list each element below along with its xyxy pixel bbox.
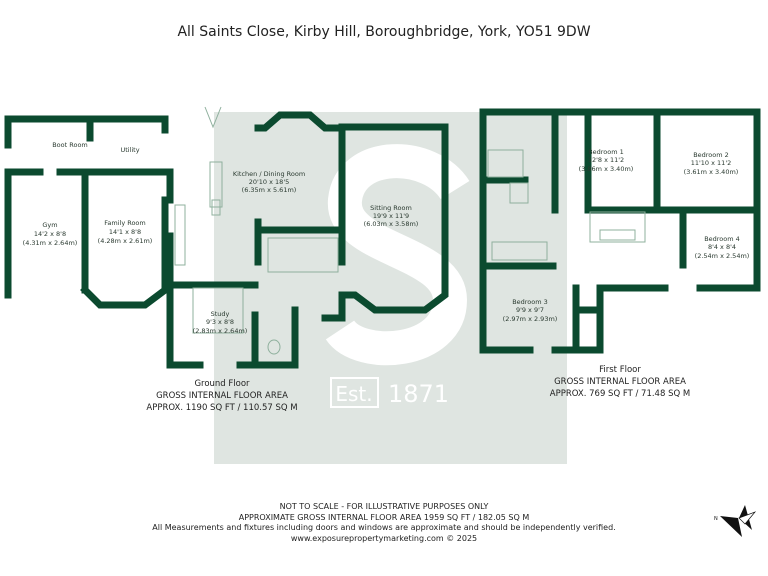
- room-label-boot-room: Boot Room: [52, 141, 88, 149]
- svg-text:19'9 x 11'9: 19'9 x 11'9: [373, 212, 409, 220]
- svg-text:14'1 x 8'8: 14'1 x 8'8: [109, 228, 141, 236]
- svg-text:Bedroom 2: Bedroom 2: [693, 151, 729, 159]
- svg-text:14'2 x 8'8: 14'2 x 8'8: [34, 230, 66, 238]
- svg-text:Sitting Room: Sitting Room: [370, 204, 412, 212]
- svg-text:(6.03m x 3.58m): (6.03m x 3.58m): [364, 220, 419, 228]
- svg-text:(3.86m x 3.40m): (3.86m x 3.40m): [579, 165, 634, 173]
- svg-text:12'8 x 11'2: 12'8 x 11'2: [588, 156, 624, 164]
- svg-text:11'10 x 11'2: 11'10 x 11'2: [691, 159, 732, 167]
- total-area-line: APPROXIMATE GROSS INTERNAL FLOOR AREA 19…: [238, 512, 530, 522]
- svg-text:GROSS INTERNAL FLOOR AREA: GROSS INTERNAL FLOOR AREA: [156, 391, 288, 401]
- svg-text:APPROX. 1190 SQ FT / 110.57 SQ: APPROX. 1190 SQ FT / 110.57 SQ M: [146, 403, 297, 413]
- svg-text:(2.97m x 2.93m): (2.97m x 2.93m): [503, 315, 558, 323]
- room-label-kitchen-dining: Kitchen / Dining Room 20'10 x 18'5 (6.35…: [233, 170, 305, 194]
- svg-text:Family Room: Family Room: [104, 219, 146, 227]
- svg-text:9'3 x 8'8: 9'3 x 8'8: [206, 318, 234, 326]
- disclaimer-footer: NOT TO SCALE - FOR ILLUSTRATIVE PURPOSES…: [0, 502, 768, 544]
- room-label-sitting-room: Sitting Room 19'9 x 11'9 (6.03m x 3.58m): [364, 204, 419, 228]
- svg-text:Ground Floor: Ground Floor: [194, 379, 250, 389]
- watermark-est: Est.: [335, 382, 372, 406]
- first-floor-fixtures: [487, 149, 646, 261]
- svg-text:Bedroom 4: Bedroom 4: [704, 235, 740, 243]
- first-floor-walls: [479, 108, 761, 354]
- svg-text:20'10 x 18'5: 20'10 x 18'5: [249, 178, 290, 186]
- svg-text:First Floor: First Floor: [599, 365, 641, 375]
- watermark-logo: Est. 1871: [214, 112, 567, 464]
- copyright-line: www.exposurepropertymarketing.com © 2025: [290, 533, 478, 543]
- svg-text:(3.61m x 3.40m): (3.61m x 3.40m): [684, 168, 739, 176]
- property-address-title: All Saints Close, Kirby Hill, Boroughbri…: [177, 24, 591, 40]
- svg-text:(4.31m x 2.64m): (4.31m x 2.64m): [23, 239, 78, 247]
- room-label-bedroom-3: Bedroom 3 9'9 x 9'7 (2.97m x 2.93m): [503, 298, 558, 323]
- room-label-bedroom-1: Bedroom 1 12'8 x 11'2 (3.86m x 3.40m): [579, 148, 634, 173]
- ground-floor-walls: [4, 111, 449, 369]
- svg-text:(2.83m x 2.64m): (2.83m x 2.64m): [193, 327, 248, 335]
- room-label-family-room: Family Room 14'1 x 8'8 (4.28m x 2.61m): [98, 219, 153, 245]
- svg-text:Bedroom 3: Bedroom 3: [512, 298, 548, 306]
- room-label-utility: Utility: [120, 146, 139, 154]
- room-label-study: Study 9'3 x 8'8 (2.83m x 2.64m): [193, 310, 248, 335]
- svg-text:Kitchen / Dining Room: Kitchen / Dining Room: [233, 170, 305, 178]
- room-label-bedroom-2: Bedroom 2 11'10 x 11'2 (3.61m x 3.40m): [684, 151, 739, 176]
- svg-text:9'9 x 9'7: 9'9 x 9'7: [516, 306, 544, 314]
- disclaimer-line: NOT TO SCALE - FOR ILLUSTRATIVE PURPOSES…: [279, 502, 489, 511]
- svg-text:Boot Room: Boot Room: [52, 141, 88, 149]
- compass-north-label: N: [714, 516, 718, 522]
- svg-text:(6.35m x 5.61m): (6.35m x 5.61m): [242, 186, 297, 194]
- watermark-year: 1871: [388, 380, 449, 408]
- svg-text:GROSS INTERNAL FLOOR AREA: GROSS INTERNAL FLOOR AREA: [554, 377, 686, 387]
- ground-floor-fixtures: [174, 106, 339, 355]
- svg-text:Utility: Utility: [120, 146, 139, 154]
- svg-text:(4.28m x 2.61m): (4.28m x 2.61m): [98, 237, 153, 245]
- svg-text:Bedroom 1: Bedroom 1: [588, 148, 624, 156]
- svg-text:APPROX. 769 SQ FT / 71.48 SQ M: APPROX. 769 SQ FT / 71.48 SQ M: [550, 389, 690, 399]
- disclaimer-line: All Measurements and fixtures including …: [152, 523, 616, 532]
- first-floor-area: First Floor GROSS INTERNAL FLOOR AREA AP…: [550, 365, 690, 399]
- watermark-s-shape: [325, 144, 470, 366]
- svg-text:(2.54m x 2.54m): (2.54m x 2.54m): [695, 252, 750, 260]
- svg-text:8'4 x 8'4: 8'4 x 8'4: [708, 243, 736, 251]
- svg-text:Gym: Gym: [42, 221, 57, 229]
- ground-floor-area: Ground Floor GROSS INTERNAL FLOOR AREA A…: [146, 379, 297, 413]
- svg-text:Study: Study: [211, 310, 230, 318]
- compass-icon: N: [714, 505, 757, 537]
- room-label-bedroom-4: Bedroom 4 8'4 x 8'4 (2.54m x 2.54m): [695, 235, 750, 260]
- room-label-gym: Gym 14'2 x 8'8 (4.31m x 2.64m): [23, 221, 78, 247]
